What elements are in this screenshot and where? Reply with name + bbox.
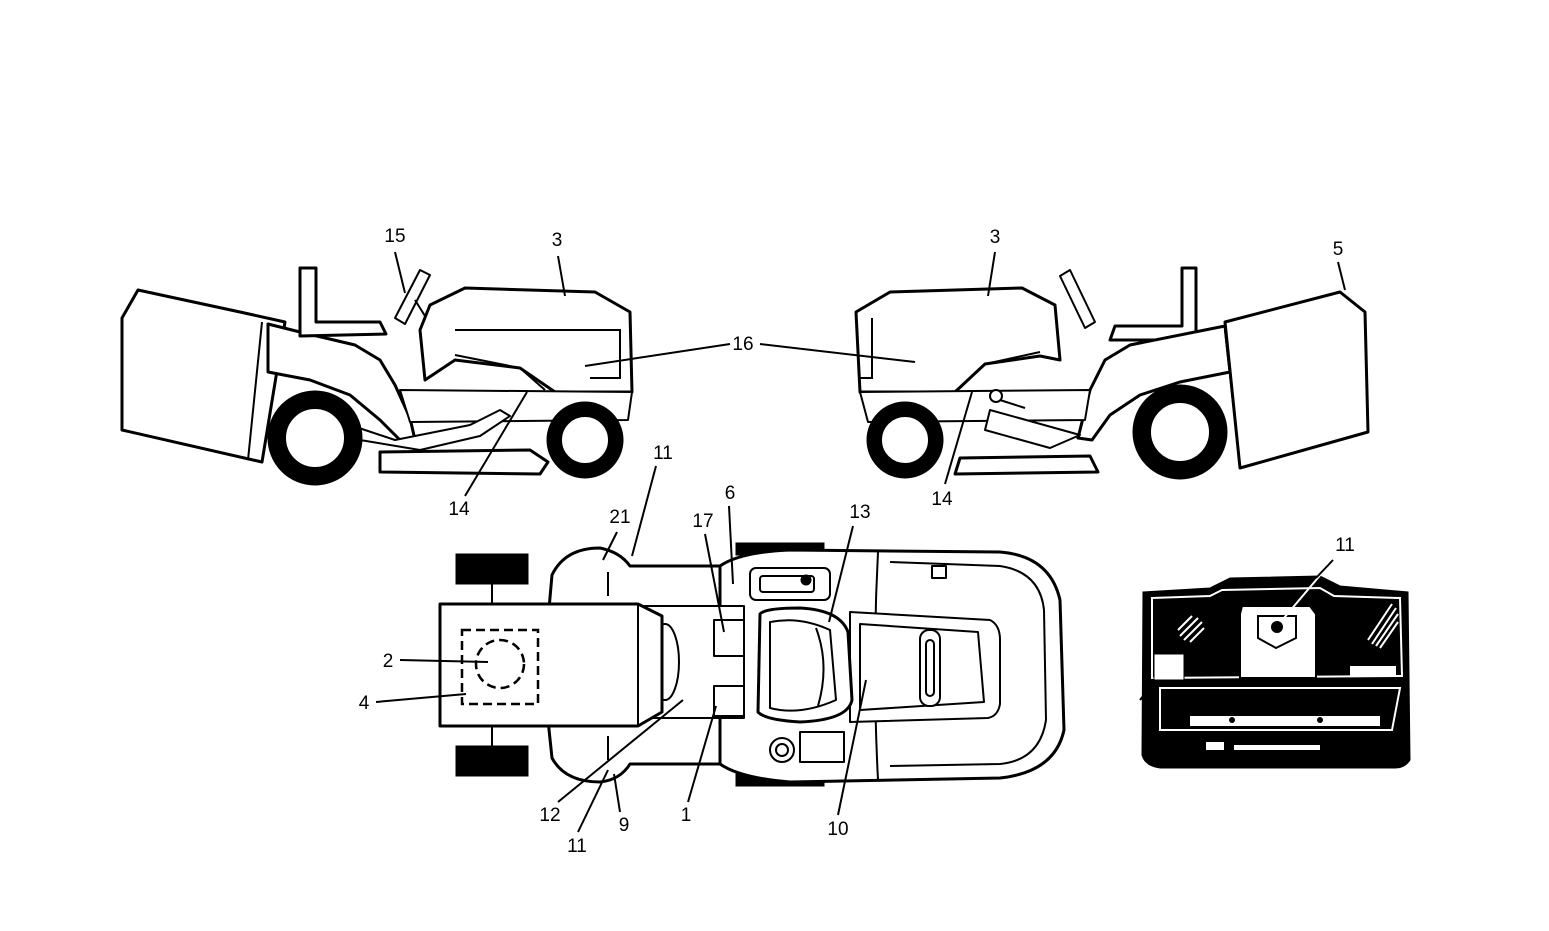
callout-labels: 15 3 16 14 3 5 14 11 21 17 6 13 2 4 12 1… bbox=[359, 226, 1355, 857]
right-grass-bag bbox=[1223, 290, 1370, 470]
left-seat bbox=[298, 266, 388, 338]
right-mower-deck bbox=[953, 454, 1100, 476]
top-view bbox=[375, 465, 1066, 833]
callout-15-left: 15 bbox=[384, 226, 405, 247]
right-side-view bbox=[759, 251, 1370, 485]
dash-panel-view bbox=[1139, 559, 1411, 769]
right-seat bbox=[1108, 266, 1198, 342]
callout-16: 16 bbox=[732, 334, 753, 355]
callout-12: 12 bbox=[539, 805, 560, 826]
callout-11-dash: 11 bbox=[1335, 535, 1355, 556]
callout-1: 1 bbox=[681, 805, 692, 826]
left-mower-deck bbox=[378, 448, 550, 476]
callout-3-right: 3 bbox=[990, 227, 1001, 248]
callout-9: 9 bbox=[619, 815, 630, 836]
right-hood bbox=[854, 286, 1062, 394]
callout-13: 13 bbox=[849, 502, 870, 523]
top-rear-wheel-upper bbox=[455, 553, 529, 585]
top-grass-bag bbox=[438, 602, 664, 728]
callout-4: 4 bbox=[359, 693, 370, 714]
callout-11-bottom: 11 bbox=[567, 836, 587, 857]
callout-11-top: 11 bbox=[653, 443, 673, 464]
left-side-view bbox=[120, 251, 731, 497]
callout-17: 17 bbox=[692, 511, 713, 532]
callout-6: 6 bbox=[725, 483, 736, 504]
right-rear-fender bbox=[1076, 324, 1232, 442]
callout-14-left: 14 bbox=[448, 499, 470, 520]
callout-10: 10 bbox=[827, 819, 848, 840]
right-steering-wheel bbox=[1059, 269, 1096, 329]
left-grass-bag bbox=[120, 288, 287, 464]
left-steering-wheel bbox=[394, 269, 431, 325]
callout-2: 2 bbox=[383, 651, 394, 672]
left-hood bbox=[418, 286, 634, 394]
callout-21: 21 bbox=[609, 507, 630, 528]
callout-3-left: 3 bbox=[552, 230, 563, 251]
top-rear-wheel-lower bbox=[455, 745, 529, 777]
callout-14-right: 14 bbox=[931, 489, 953, 510]
callout-5: 5 bbox=[1333, 239, 1344, 260]
